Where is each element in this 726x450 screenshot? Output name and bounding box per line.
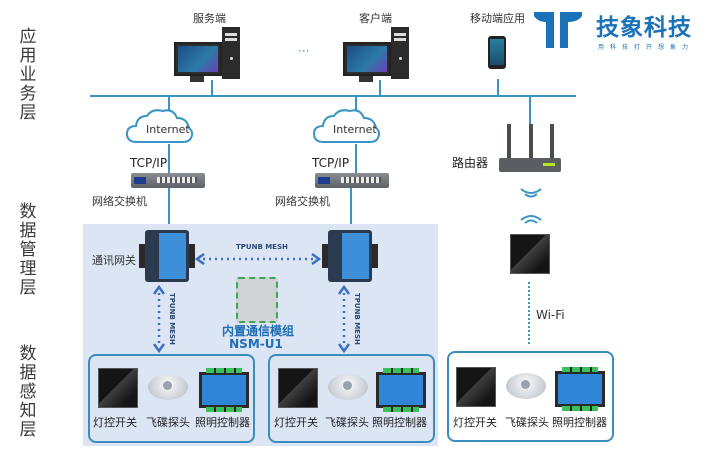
right-tcp-line [355,144,357,174]
wifi-light-switch-icon [510,234,550,274]
internet-label-left: Internet [146,123,190,136]
lighting-controller-icon [199,368,249,412]
client-link-line [379,80,381,96]
right-cloud-link-line [355,95,357,111]
tcpip-label-left: TCP/IP [130,156,168,170]
device-label: 照明控制器 [372,416,427,429]
network-switch-left-icon [131,173,205,188]
lighting-controller-icon [555,367,605,411]
ufo-sensor-icon [328,374,368,400]
client-label: 客户端 [359,12,392,25]
module-model: NSM-U1 [229,337,283,351]
wifi-signal-up-icon [520,215,542,224]
mesh-vertical-left-label: TPUNB MESH [168,293,176,345]
ellipsis: ··· [298,44,310,58]
perception-group-3 [447,351,614,442]
light-switch-icon [278,368,318,408]
communication-module-icon [236,277,278,323]
mobile-phone-icon [488,36,506,69]
internet-label-right: Internet [333,123,377,136]
network-switch-label-left: 网络交换机 [92,195,147,208]
internet-cloud-right-icon [312,109,381,143]
mobile-link-line [497,79,499,96]
router-label: 路由器 [452,156,489,170]
light-switch-icon [98,368,138,408]
module-name: 内置通信模组 [222,324,295,338]
device-label: 灯控开关 [453,416,497,429]
perception-group-2 [268,354,435,443]
router-link-line [529,95,531,125]
server-link-line [211,80,213,96]
mesh-horizontal-arrow [195,252,321,266]
light-switch-icon [456,367,496,407]
mesh-vertical-left-arrow [152,285,166,353]
device-label: 照明控制器 [552,416,607,429]
application-bus-line [90,95,576,97]
left-gateway-line [168,188,170,228]
ufo-sensor-icon [148,374,188,400]
logo-name: 技象科技 [596,15,692,41]
device-label: 灯控开关 [93,416,137,429]
wifi-dotted-line [528,282,530,344]
gateway-left-icon [139,230,195,282]
device-label: 飞碟探头 [146,416,190,429]
device-label: 照明控制器 [195,416,250,429]
wifi-signal-down-icon [520,188,542,198]
perception-group-1 [88,354,255,443]
layer-label-data-perception: 数据感知层 [19,344,37,440]
network-switch-right-icon [315,173,389,188]
lighting-controller-icon [376,368,426,412]
wifi-label: Wi-Fi [536,308,565,322]
layer-label-application: 应用业务层 [19,27,37,123]
mesh-horizontal-label: TPUNB MESH [236,243,288,251]
layer-label-data-management: 数据管理层 [19,202,37,298]
gateway-right-icon [322,230,378,282]
ufo-sensor-icon [506,373,546,399]
tcpip-label-right: TCP/IP [312,156,350,170]
left-tcp-line [168,144,170,174]
mobile-app-label: 移动端应用 [470,12,525,25]
device-label: 飞碟探头 [325,416,369,429]
server-label: 服务端 [193,12,226,25]
left-cloud-link-line [168,95,170,111]
device-label: 飞碟探头 [505,416,549,429]
device-label: 灯控开关 [274,416,318,429]
mesh-vertical-right-label: TPUNB MESH [353,293,361,345]
internet-cloud-left-icon [125,109,194,143]
right-gateway-line [350,188,352,228]
mesh-vertical-right-arrow [337,285,351,353]
network-switch-label-right: 网络交换机 [275,195,330,208]
logo-mark-icon [534,12,582,48]
gateway-label: 通讯网关 [92,254,136,267]
logo-slogan: 用科技打开想象力 [598,44,695,51]
